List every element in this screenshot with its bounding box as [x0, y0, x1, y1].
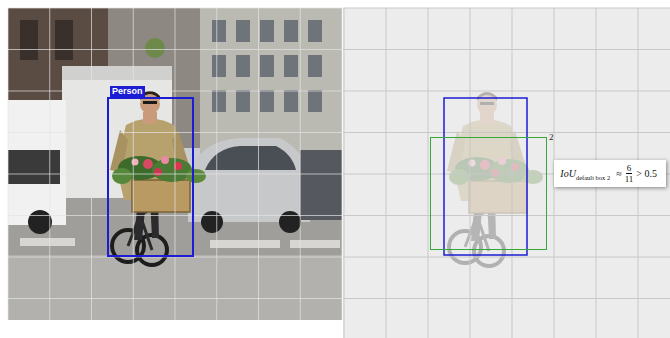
grid-line — [343, 49, 670, 50]
grid-line — [175, 8, 176, 320]
grid-line — [343, 8, 670, 9]
grid-line — [8, 174, 342, 175]
grid-line — [386, 8, 387, 338]
grid-line — [343, 91, 670, 92]
grid-line — [8, 49, 342, 50]
grid-line — [470, 8, 471, 338]
grid-line — [91, 8, 92, 320]
grid-line — [8, 8, 9, 320]
grid-line — [216, 8, 217, 320]
formula-subscript: default box 2 — [576, 174, 610, 181]
street-photo — [8, 8, 342, 320]
grid-line — [8, 91, 342, 92]
faded-panel — [343, 8, 670, 338]
grid-line — [343, 132, 670, 133]
formula-comparison: > 0.5 — [636, 168, 657, 179]
grid-overlay — [8, 8, 670, 338]
grid-line — [342, 8, 343, 320]
fraction-denominator: 11 — [625, 174, 634, 184]
grid-line — [512, 8, 513, 338]
default-box: 2 — [430, 137, 547, 250]
ground-truth-box — [444, 98, 527, 255]
grid-line — [343, 257, 670, 258]
grid-line — [8, 132, 342, 133]
class-label: Person — [110, 86, 145, 97]
grid-line — [133, 8, 134, 320]
grid-line — [8, 8, 342, 9]
fraction-numerator: 6 — [626, 163, 633, 174]
grid-line — [258, 8, 259, 320]
grid-line — [8, 215, 342, 216]
box-number: 2 — [549, 132, 554, 142]
person-bounding-box: Person — [107, 97, 194, 257]
grid-line — [300, 8, 301, 320]
grid-line — [428, 8, 429, 338]
fraction: 611 — [625, 163, 634, 184]
grid-line — [344, 8, 345, 338]
grid-line — [49, 8, 50, 320]
grid-line — [343, 298, 670, 299]
formula-symbol: IoU — [560, 168, 576, 179]
formula-operator: ≈ — [616, 168, 622, 179]
grid-line — [8, 298, 342, 299]
grid-line — [343, 215, 670, 216]
iou-formula-box: IoUdefault box 2 ≈611> 0.5 — [554, 160, 666, 187]
